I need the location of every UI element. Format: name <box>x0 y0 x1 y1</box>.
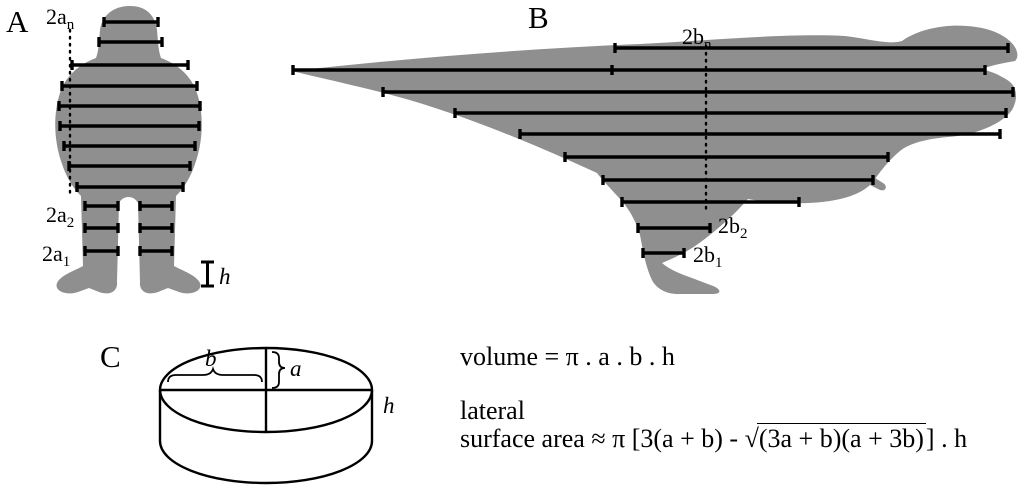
surface-formula-radicand: (3a + b)(a + 3b) <box>756 423 926 453</box>
semi-axis-a-brace <box>271 351 286 389</box>
surface-formula-suffix: ] . h <box>925 424 968 453</box>
volume-formula: volume = π . a . b . h <box>460 342 675 372</box>
side-slice-lines <box>291 43 1015 258</box>
cylinder-height-label: h <box>383 393 395 418</box>
semi-axis-b-label: b <box>205 346 217 371</box>
cylinder-sides <box>158 390 374 441</box>
panel-a-label: A <box>6 4 29 39</box>
front-slice-top-label: 2an <box>46 4 75 33</box>
panel-b-label: B <box>528 0 549 35</box>
panel-c-label: C <box>100 339 121 374</box>
front-slice-mid-label: 2a2 <box>46 202 74 231</box>
side-slice-mid-label: 2b2 <box>718 213 748 242</box>
slice-height-label: h <box>219 264 231 289</box>
front-slice-lines <box>57 17 202 256</box>
surface-area-formula: surface area ≈ π [3(a + b) - √(3a + b)(a… <box>460 423 968 454</box>
volume-formula-text: volume = π . a . b . h <box>460 342 675 371</box>
side-slice-top-label: 2bn <box>682 24 712 53</box>
front-slice-bottom-label: 2a1 <box>42 241 70 270</box>
sqrt-icon: √ <box>744 424 759 453</box>
cylinder-bottom-arc <box>158 440 374 485</box>
surface-formula-prefix: surface area ≈ π [3(a + b) - <box>460 424 745 453</box>
semi-axis-b-brace <box>167 366 263 383</box>
lateral-word: lateral <box>460 396 525 425</box>
front-silhouette <box>55 6 202 294</box>
side-slice-bottom-label: 2b1 <box>693 242 723 271</box>
semi-axis-a-label: a <box>290 356 302 381</box>
slice-height-scalebar <box>201 260 214 288</box>
slice-cylinder-diagram <box>158 346 374 485</box>
